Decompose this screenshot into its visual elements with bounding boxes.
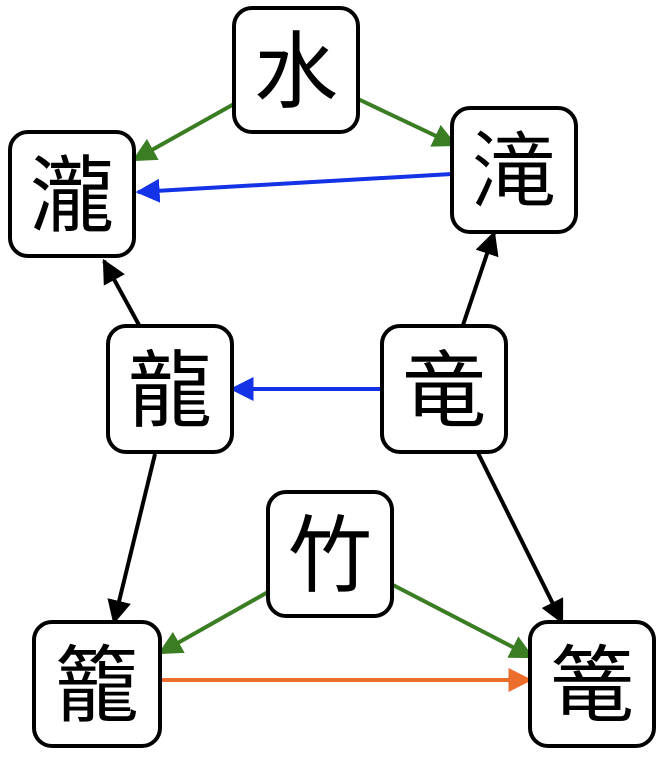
node-basket-new: 篭 — [528, 620, 656, 748]
node-box — [232, 6, 360, 134]
node-label: 瀧 — [30, 147, 114, 245]
edge-water-to-waterfall — [357, 97, 458, 147]
node-label: 篭 — [550, 637, 634, 735]
node-label: 龍 — [128, 342, 212, 440]
node-box — [8, 130, 136, 258]
node-box — [266, 490, 394, 618]
node-label: 竜 — [402, 342, 486, 440]
node-dragon-old: 龍 — [106, 324, 234, 454]
edge-water-to-rapids — [131, 102, 235, 162]
edge-dragon-old-to-basket-old — [107, 453, 157, 625]
node-rapids: 瀧 — [8, 130, 136, 258]
edge-dragon-new-to-waterfall — [461, 230, 499, 326]
node-label: 竹 — [288, 507, 372, 605]
node-box — [32, 620, 162, 748]
node-box — [528, 620, 656, 748]
node-box — [106, 324, 234, 454]
node-box — [450, 106, 578, 234]
node-water: 水 — [232, 6, 360, 134]
edge-dragon-new-to-basket-new — [476, 452, 564, 625]
node-box — [380, 324, 508, 454]
node-bamboo: 竹 — [266, 490, 394, 618]
node-basket-old: 籠 — [32, 620, 162, 748]
edge-dragon-old-to-rapids — [102, 258, 141, 326]
node-label: 水 — [254, 23, 338, 121]
edge-bamboo-to-basket-old — [157, 590, 269, 655]
node-dragon-new: 竜 — [380, 324, 508, 454]
node-label: 籠 — [55, 637, 139, 735]
edge-waterfall-to-rapids — [135, 172, 453, 203]
edge-bamboo-to-basket-new — [392, 583, 535, 659]
node-waterfall: 滝 — [450, 106, 578, 234]
node-label: 滝 — [472, 123, 556, 221]
edges — [102, 97, 564, 692]
